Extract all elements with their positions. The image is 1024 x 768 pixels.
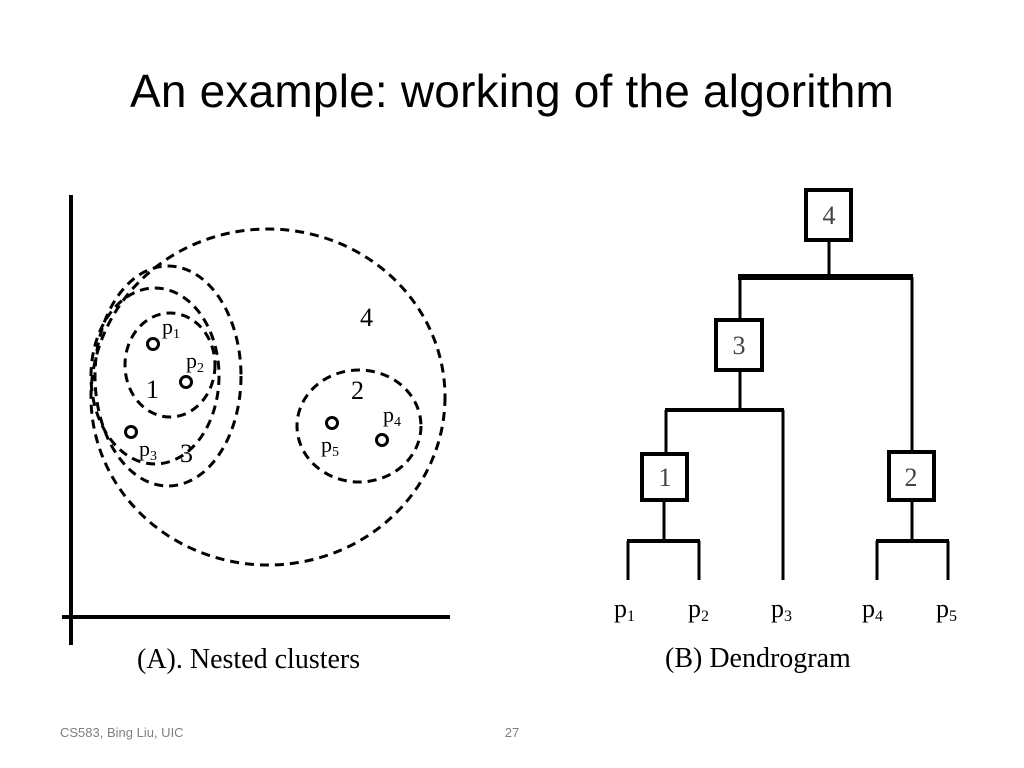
dendro-node-1 xyxy=(640,452,689,502)
dendro-node-4 xyxy=(804,188,853,242)
cluster-label-4: 4 xyxy=(360,303,373,332)
point-p5 xyxy=(325,416,339,430)
dendro-node-label-4: 4 xyxy=(823,201,836,230)
footer-page-number: 27 xyxy=(504,725,520,740)
slide-title: An example: working of the algorithm xyxy=(129,65,895,117)
dendro-node-label-3: 3 xyxy=(733,331,746,360)
cluster-label-2: 2 xyxy=(351,376,364,405)
point-label-p3: p3 xyxy=(139,436,157,464)
cluster-4-outline xyxy=(89,227,447,567)
dendro-leaf-label-p2: p2 xyxy=(688,594,709,625)
point-p1 xyxy=(146,337,160,351)
point-p4 xyxy=(375,433,389,447)
dendro-leaf-label-p5: p5 xyxy=(936,594,957,625)
figure-b-caption: (B) Dendrogram xyxy=(665,643,851,674)
cluster-2-outline xyxy=(295,368,423,484)
dendro-node-label-2: 2 xyxy=(905,463,918,492)
cluster-1-outline xyxy=(123,311,217,419)
footer-course: CS583, Bing Liu, UIC xyxy=(60,725,184,740)
dendro-node-3 xyxy=(714,318,764,372)
cluster-label-1: 1 xyxy=(146,375,159,404)
point-label-p4: p4 xyxy=(383,402,401,430)
point-label-p5: p5 xyxy=(321,432,339,460)
dendro-node-2 xyxy=(887,450,936,502)
dendro-node-label-1: 1 xyxy=(659,463,672,492)
figure-a-caption: (A). Nested clusters xyxy=(137,644,360,675)
point-p2 xyxy=(179,375,193,389)
cluster-3-inner-outline xyxy=(89,286,221,466)
cluster-3-outline xyxy=(93,264,243,488)
point-label-p1: p1 xyxy=(162,314,180,342)
dendrogram xyxy=(626,188,950,580)
dendro-leaf-label-p1: p1 xyxy=(614,594,635,625)
cluster-label-3: 3 xyxy=(180,439,193,468)
dendro-leaf-label-p3: p3 xyxy=(771,594,792,625)
dendro-leaf-label-p4: p4 xyxy=(862,594,883,625)
nested-clusters-diagram xyxy=(62,195,450,645)
point-p3 xyxy=(124,425,138,439)
point-label-p2: p2 xyxy=(186,348,204,376)
